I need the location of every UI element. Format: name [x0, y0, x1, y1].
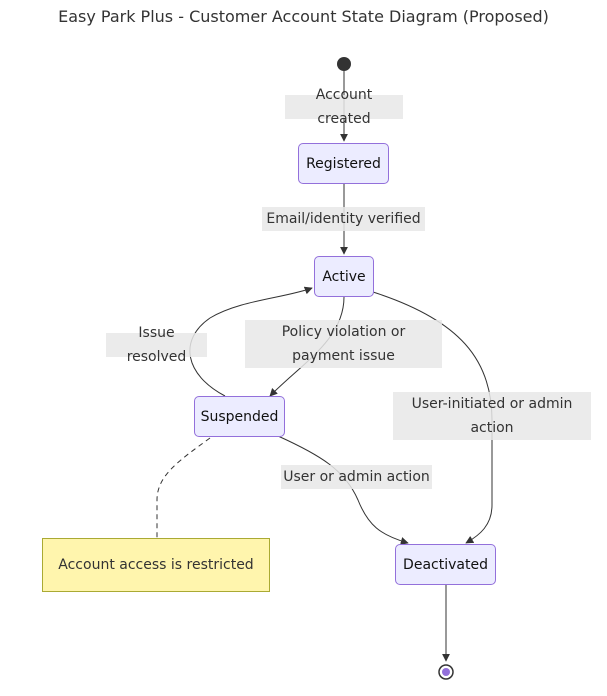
edge-suspended-to-active [189, 286, 313, 397]
label-policy-violation: Policy violation or payment issue [245, 320, 442, 368]
edge-suspended-to-note [156, 437, 211, 538]
label-email-verified: Email/identity verified [262, 207, 425, 231]
note-access-restricted: Account access is restricted [42, 538, 270, 592]
state-deactivated: Deactivated [395, 544, 496, 585]
start-state-icon [337, 57, 351, 71]
state-registered: Registered [298, 143, 389, 184]
label-account-created: Account created [285, 87, 403, 127]
diagram-title: Easy Park Plus - Customer Account State … [58, 7, 549, 26]
label-user-initiated: User-initiated or admin action [393, 392, 591, 440]
label-user-admin-action: User or admin action [281, 465, 432, 489]
label-issue-resolved: Issue resolved [106, 325, 207, 365]
state-suspended: Suspended [194, 396, 285, 437]
end-state-inner-icon [442, 668, 450, 676]
edge-suspended-to-deactivated [277, 435, 409, 545]
state-active: Active [314, 256, 374, 297]
